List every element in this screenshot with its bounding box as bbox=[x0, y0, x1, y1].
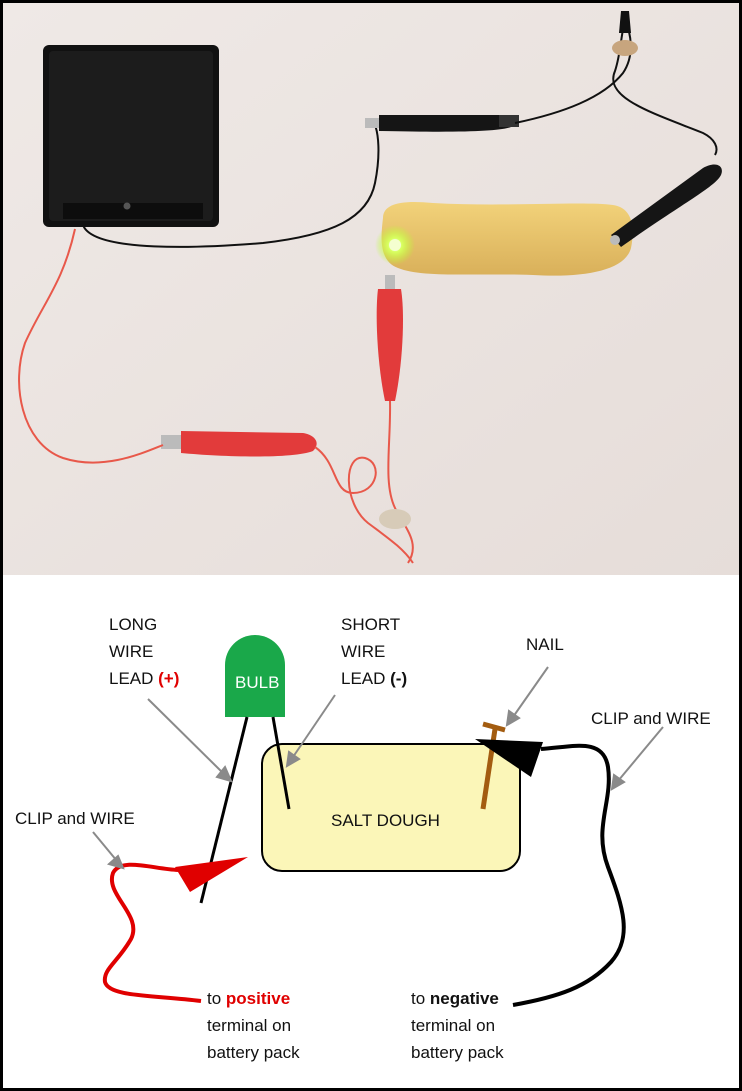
arrow-clip-left bbox=[92, 831, 118, 862]
short-lead-line1: SHORT bbox=[341, 615, 401, 634]
red-clip-triangle bbox=[175, 857, 248, 892]
battery-pack bbox=[43, 45, 219, 227]
arrow-clip-left-head bbox=[106, 854, 125, 870]
nail-label: NAIL bbox=[526, 635, 564, 654]
red-clip-horizontal bbox=[161, 431, 317, 457]
negative-terminal-line2: terminal on bbox=[411, 1016, 496, 1035]
nail-head bbox=[482, 721, 506, 733]
pointer-arrows bbox=[92, 666, 664, 870]
salt-dough-photo bbox=[381, 201, 633, 276]
negative-terminal-label: to negative terminal on battery pack bbox=[411, 985, 504, 1066]
arrow-short-lead-head bbox=[285, 750, 301, 768]
negative-sign: (-) bbox=[390, 669, 408, 688]
circuit-diagram: BULB SALT DOUGH NAIL LONG WIRE LEAD (+) … bbox=[3, 577, 739, 1088]
long-lead-line3: LEAD (+) bbox=[109, 669, 180, 688]
arrow-short-lead bbox=[292, 694, 336, 758]
negative-terminal-line1: to negative bbox=[411, 989, 499, 1008]
clip-wire-right-label: CLIP and WIRE bbox=[591, 709, 711, 728]
photo-illustration bbox=[3, 3, 739, 575]
diagram-drawing bbox=[92, 635, 664, 1007]
salt-dough-box bbox=[261, 743, 521, 872]
red-wire-loop bbox=[314, 446, 414, 564]
positive-terminal-line1: to positive bbox=[207, 989, 291, 1008]
negative-terminal-line3: battery pack bbox=[411, 1043, 504, 1062]
long-lead-line2: WIRE bbox=[109, 642, 154, 661]
twist-tie-black bbox=[612, 40, 638, 56]
positive-sign: (+) bbox=[158, 669, 180, 688]
short-wire-lead bbox=[271, 716, 291, 810]
black-clip-triangle bbox=[475, 739, 543, 777]
black-clip-right bbox=[610, 164, 722, 247]
twist-tie-red bbox=[379, 509, 411, 529]
black-wire-battery bbox=[82, 124, 380, 248]
bulb-shape bbox=[225, 635, 285, 717]
black-clip-top bbox=[365, 115, 519, 132]
arrow-nail-head bbox=[505, 709, 521, 727]
red-wire-battery bbox=[18, 228, 164, 464]
arrow-long-lead-head bbox=[215, 765, 233, 783]
bulb-label: BULB bbox=[235, 673, 280, 692]
arrow-clip-right-head bbox=[610, 773, 626, 791]
red-clip-vertical bbox=[376, 275, 403, 401]
arrow-clip-right bbox=[617, 726, 664, 782]
black-wire bbox=[512, 743, 626, 1007]
short-lead-line3: LEAD (-) bbox=[341, 669, 408, 688]
positive-terminal-label: to positive terminal on battery pack bbox=[207, 985, 300, 1066]
arrow-nail bbox=[512, 666, 549, 718]
long-lead-line1: LONG bbox=[109, 615, 158, 634]
wire-loop-end bbox=[619, 11, 631, 33]
salt-dough-label: SALT DOUGH bbox=[331, 811, 440, 830]
clip-wire-left-label: CLIP and WIRE bbox=[15, 809, 135, 828]
arrow-long-lead bbox=[147, 698, 226, 776]
red-wire bbox=[102, 862, 202, 1003]
positive-terminal-line2: terminal on bbox=[207, 1016, 292, 1035]
long-lead-label: LONG WIRE LEAD (+) bbox=[109, 611, 179, 692]
short-lead-line2: WIRE bbox=[341, 642, 386, 661]
led-bulb-photo bbox=[389, 239, 401, 251]
circuit-photo bbox=[3, 3, 739, 575]
red-wire-vertical bbox=[387, 400, 414, 564]
positive-terminal-line3: battery pack bbox=[207, 1043, 300, 1062]
short-lead-label: SHORT WIRE LEAD (-) bbox=[341, 611, 407, 692]
